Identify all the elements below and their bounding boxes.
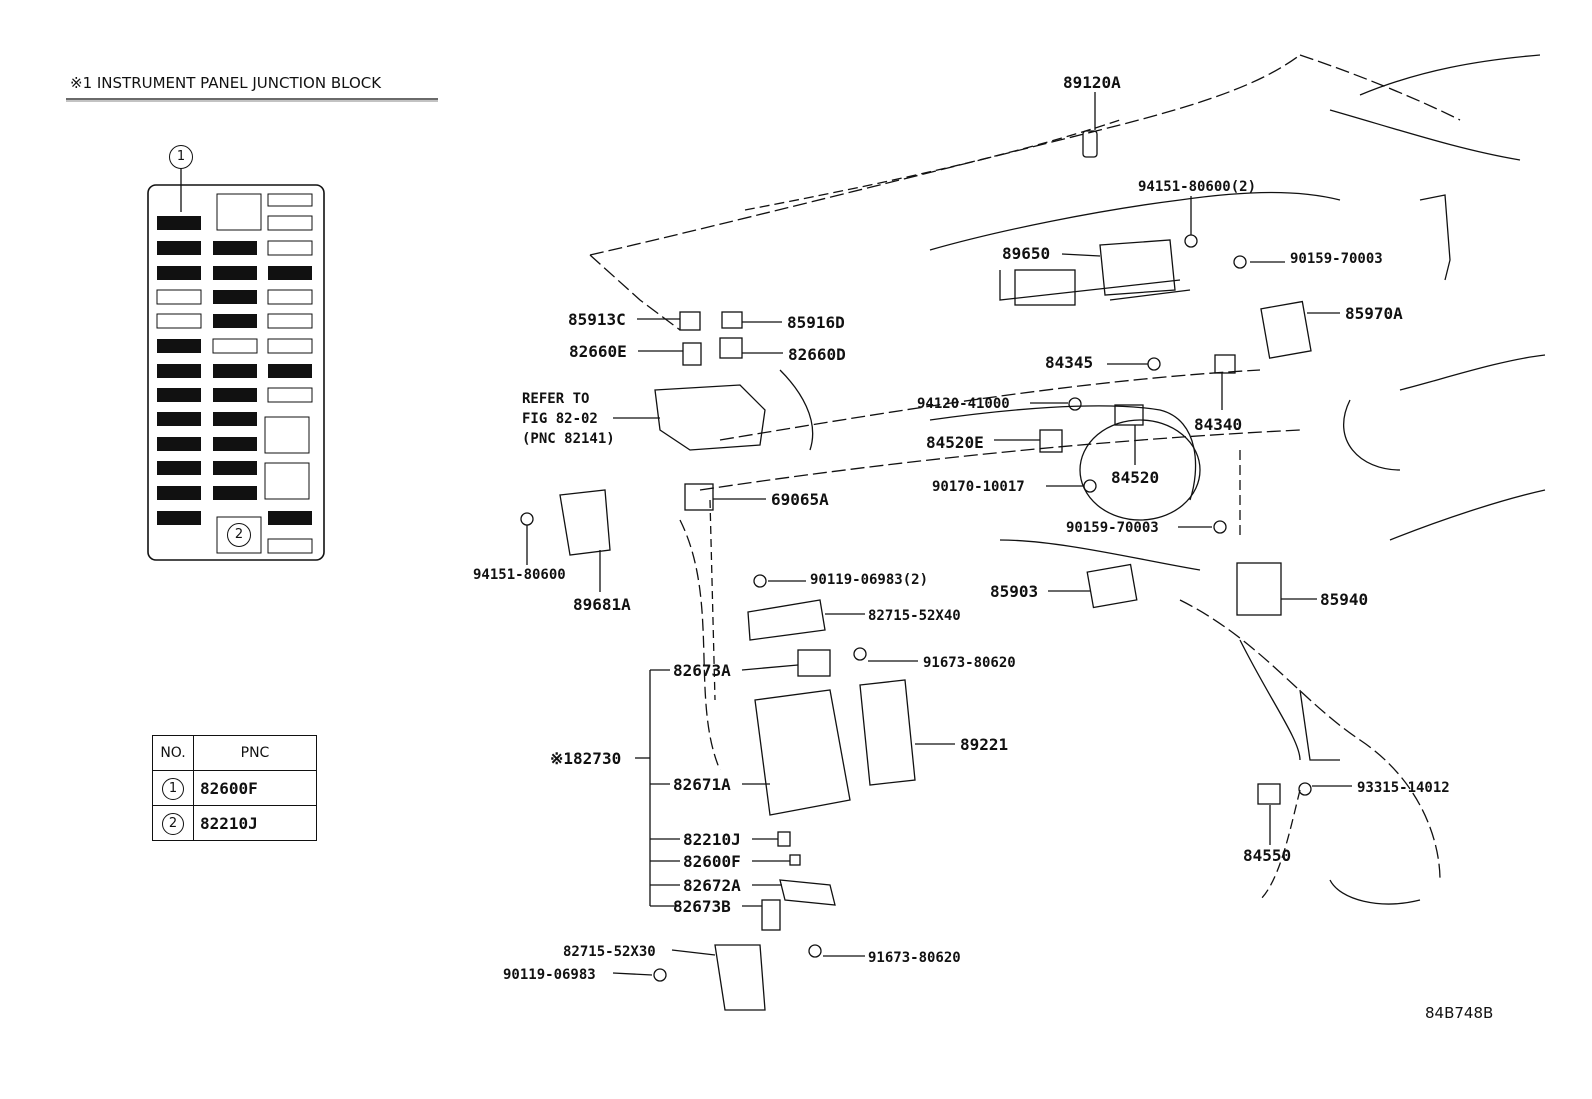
label-82730: ※182730 bbox=[550, 749, 622, 768]
junction-block-outline bbox=[147, 184, 325, 561]
pnc-col-pnc: PNC bbox=[193, 735, 317, 771]
label-82660D: 82660D bbox=[788, 345, 846, 364]
label-94151-80600: 94151-80600 bbox=[473, 567, 566, 583]
label-84340: 84340 bbox=[1194, 415, 1243, 434]
label-82673B: 82673B bbox=[673, 897, 731, 916]
label-refer-to: REFER TO bbox=[522, 391, 590, 407]
label-85940: 85940 bbox=[1320, 590, 1369, 609]
figure-id: 84B748B bbox=[1425, 1004, 1494, 1022]
label-90119-06983: 90119-06983 bbox=[503, 967, 596, 983]
callout-circle-1: 1 bbox=[169, 145, 193, 169]
label-84550: 84550 bbox=[1243, 846, 1292, 865]
label-91673-80620-a: 91673-80620 bbox=[923, 655, 1016, 671]
label-89221: 89221 bbox=[960, 735, 1009, 754]
pnc-row-value: 82600F bbox=[193, 770, 317, 806]
label-93315-14012: 93315-14012 bbox=[1357, 780, 1450, 796]
label-84520E: 84520E bbox=[926, 433, 984, 452]
pnc-row-value: 82210J bbox=[193, 805, 317, 841]
label-refer-pnc: (PNC 82141) bbox=[522, 431, 615, 447]
label-94151-80600-2: 94151-80600(2) bbox=[1138, 179, 1257, 195]
label-89120A: 89120A bbox=[1063, 73, 1121, 92]
label-84345: 84345 bbox=[1045, 353, 1094, 372]
label-82210J: 82210J bbox=[683, 830, 741, 849]
pnc-row: 2 82210J bbox=[152, 805, 317, 841]
label-85913C: 85913C bbox=[568, 310, 626, 329]
label-85970A: 85970A bbox=[1345, 304, 1403, 323]
pnc-row: 1 82600F bbox=[152, 770, 317, 806]
pnc-row-no: 2 bbox=[162, 812, 184, 835]
label-90170-10017: 90170-10017 bbox=[932, 479, 1025, 495]
label-82660E: 82660E bbox=[569, 342, 627, 361]
callout-circle-2: 2 bbox=[227, 523, 251, 547]
pnc-table: NO. PNC 1 82600F 2 82210J bbox=[152, 735, 317, 841]
label-90159-70003-b: 90159-70003 bbox=[1066, 520, 1159, 536]
label-82715-52X30: 82715-52X30 bbox=[563, 944, 656, 960]
junction-block-fuses bbox=[156, 193, 313, 554]
label-82673A: 82673A bbox=[673, 661, 731, 680]
label-69065A: 69065A bbox=[771, 490, 829, 509]
diagram-title: ※1 INSTRUMENT PANEL JUNCTION BLOCK bbox=[70, 74, 382, 92]
label-85916D: 85916D bbox=[787, 313, 845, 332]
label-90119-06983-2: 90119-06983(2) bbox=[810, 572, 929, 588]
label-82672A: 82672A bbox=[683, 876, 741, 895]
label-91673-80620-b: 91673-80620 bbox=[868, 950, 961, 966]
label-refer-fig: FIG 82-02 bbox=[522, 411, 598, 427]
label-84520: 84520 bbox=[1111, 468, 1160, 487]
label-94120-41000: 94120-41000 bbox=[917, 396, 1010, 412]
label-90159-70003-a: 90159-70003 bbox=[1290, 251, 1383, 267]
label-82600F: 82600F bbox=[683, 852, 741, 871]
label-89681A: 89681A bbox=[573, 595, 631, 614]
label-85903: 85903 bbox=[990, 582, 1039, 601]
pnc-row-no: 1 bbox=[162, 777, 184, 800]
label-89650: 89650 bbox=[1002, 244, 1051, 263]
label-82715-52X40: 82715-52X40 bbox=[868, 608, 961, 624]
pnc-col-no: NO. bbox=[152, 735, 194, 771]
label-82671A: 82671A bbox=[673, 775, 731, 794]
